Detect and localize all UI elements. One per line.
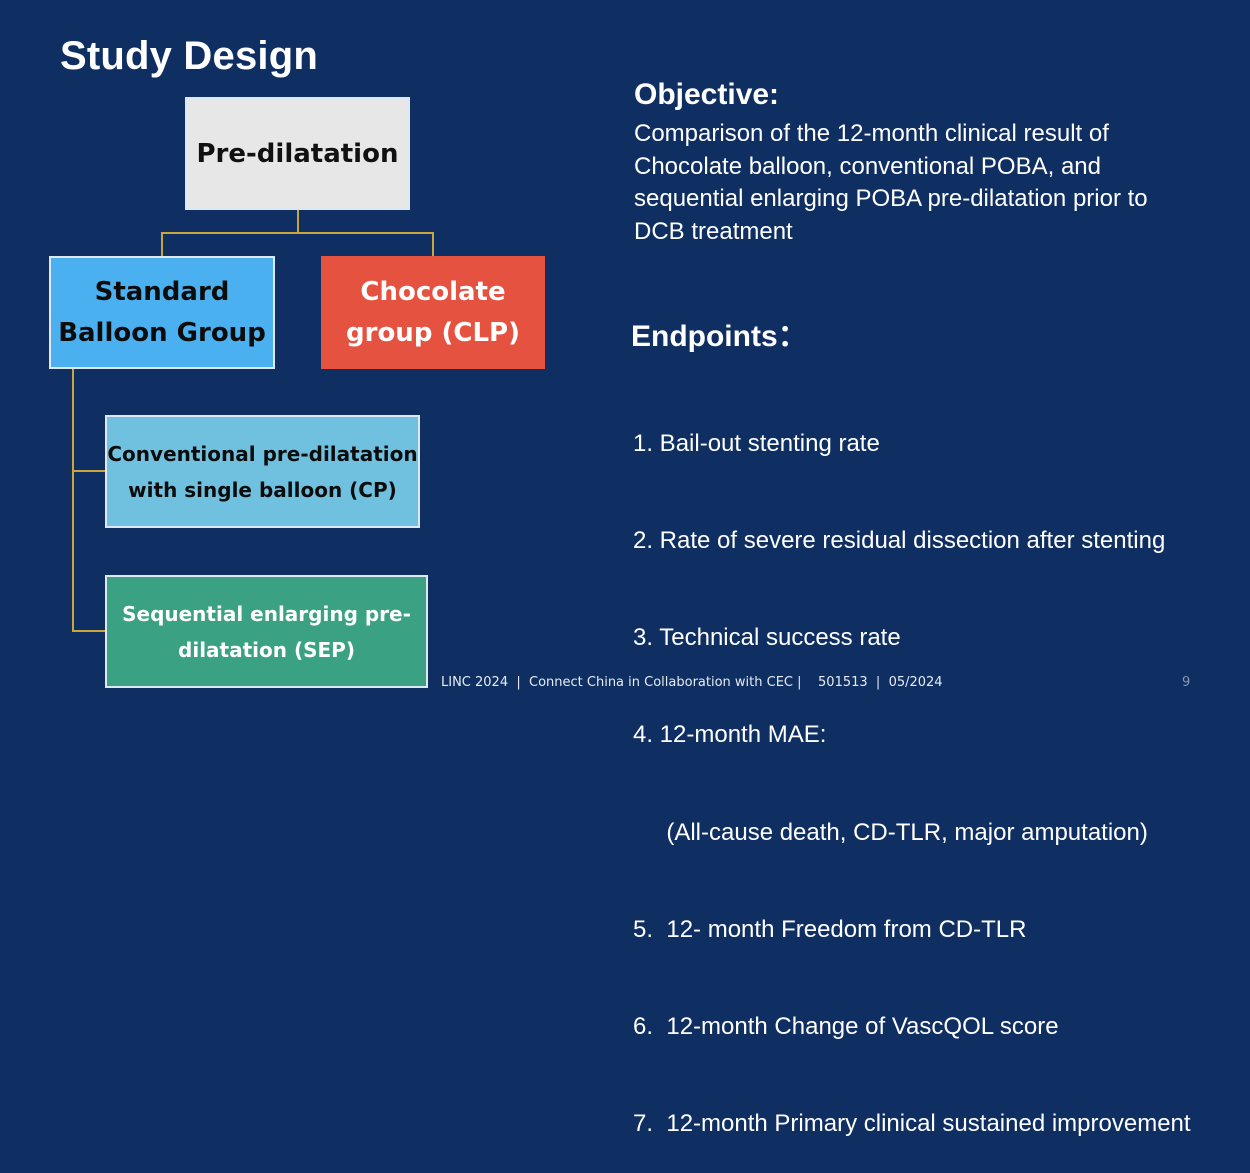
sequential-label-line2: dilatation (SEP) — [178, 637, 355, 662]
slide-footer: LINC 2024 | Connect China in Collaborati… — [441, 675, 943, 690]
objective-line: Comparison of the 12-month clinical resu… — [634, 120, 1109, 147]
objective-line: DCB treatment — [634, 217, 793, 245]
endpoint-item: 3. Technical success rate — [633, 624, 901, 652]
standard-balloon-group-label-line1: Standard — [94, 276, 230, 307]
endpoints-heading: Endpoints： — [631, 320, 808, 353]
objective-line: Chocolate balloon, conventional POBA, an… — [634, 152, 1101, 180]
endpoint-item: 4. 12-month MAE: — [633, 721, 827, 749]
pre-dilatation-box: Pre-dilatation — [185, 97, 410, 210]
objective-line: sequential enlarging POBA pre-dilatation… — [634, 185, 1148, 212]
chocolate-group-label-line2: group (CLP) — [346, 317, 520, 348]
page-number: 9 — [1182, 675, 1191, 690]
chocolate-group-label-line1: Chocolate — [360, 276, 506, 307]
slide-title: Study Design — [60, 34, 318, 78]
endpoint-item: (All-cause death, CD-TLR, major amputati… — [633, 818, 1148, 846]
connector-to-chocolate — [432, 232, 434, 257]
conventional-label-line1: Conventional pre-dilatation — [107, 441, 418, 466]
standard-balloon-group-label-line2: Balloon Group — [58, 317, 266, 348]
connector-to-standard — [161, 232, 163, 257]
conventional-label-line2: with single balloon (CP) — [128, 477, 397, 502]
endpoint-item: 2. Rate of severe residual dissection af… — [633, 527, 1166, 555]
connector-root-down — [297, 210, 299, 233]
connector-to-conventional — [72, 470, 106, 472]
pre-dilatation-label: Pre-dilatation — [196, 138, 399, 169]
objective-text: Comparison of the 12-month clinical resu… — [634, 118, 1234, 248]
conventional-pre-dilatation-box: Conventional pre-dilatation with single … — [105, 415, 420, 528]
sequential-enlarging-box: Sequential enlarging pre- dilatation (SE… — [105, 575, 428, 688]
endpoint-item: 6. 12-month Change of VascQOL score — [633, 1013, 1059, 1041]
standard-balloon-group-box: Standard Balloon Group — [49, 256, 275, 369]
objective-heading: Objective: — [634, 78, 780, 111]
endpoints-list: 1. Bail-out stenting rate 2. Rate of sev… — [633, 363, 1250, 1173]
connector-to-sequential — [72, 630, 106, 632]
connector-standard-down — [72, 369, 74, 631]
endpoint-item: 5. 12- month Freedom from CD-TLR — [633, 915, 1027, 943]
connector-horizontal — [161, 232, 434, 234]
endpoint-item: 7. 12-month Primary clinical sustained i… — [633, 1110, 1191, 1138]
chocolate-group-box: Chocolate group (CLP) — [321, 256, 545, 369]
sequential-label-line1: Sequential enlarging pre- — [122, 601, 411, 626]
endpoint-item: 1. Bail-out stenting rate — [633, 429, 880, 457]
